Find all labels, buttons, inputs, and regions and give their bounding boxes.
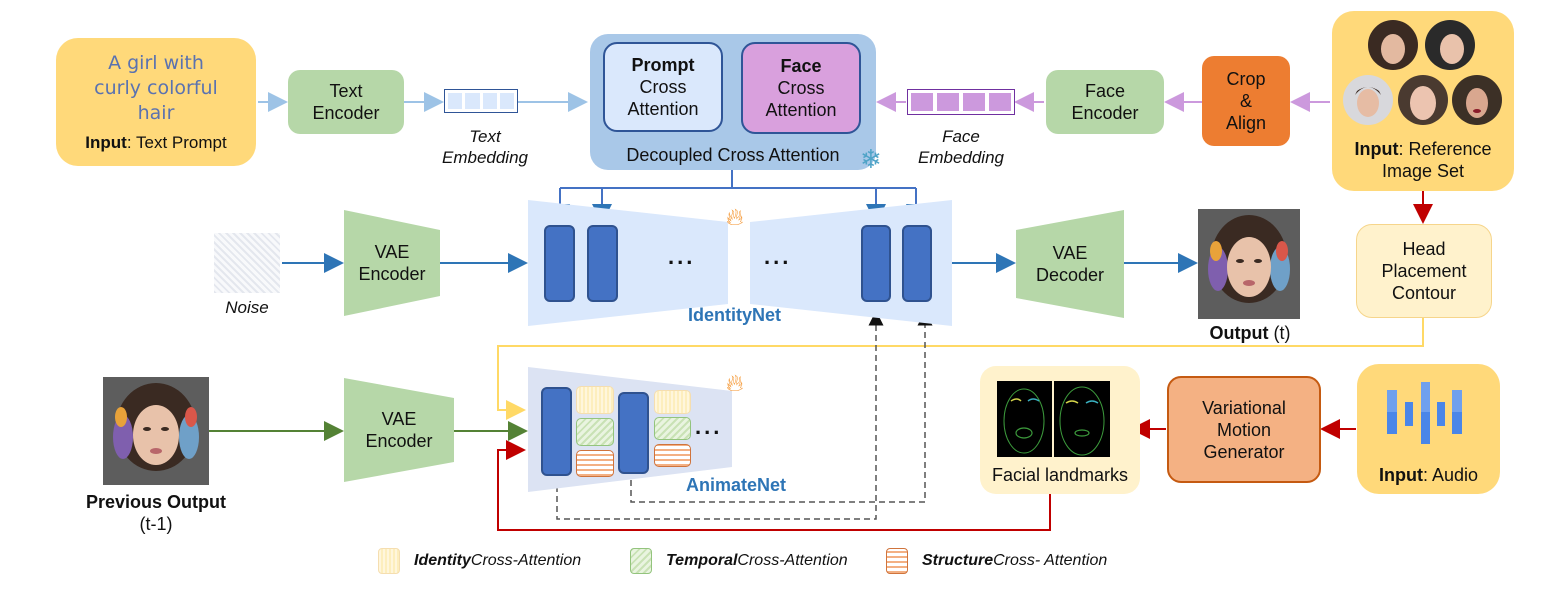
reference-label: Input: Reference Image Set (1354, 139, 1492, 181)
output-image (1198, 209, 1300, 319)
animatenet-block (541, 387, 572, 476)
text-prompt-input: A girl with curly colorful hair Input: T… (56, 38, 256, 166)
output-label: Output (t) (1209, 323, 1291, 343)
landmark-image (1054, 381, 1110, 457)
audio-label: Input: Audio (1378, 465, 1479, 485)
vae-encoder-bottom (344, 378, 454, 482)
arrow-decoupled-to-blocks (560, 170, 916, 189)
prompt-text-line-3: hair (137, 102, 175, 124)
flame-icon: 🔥︎ (726, 370, 744, 397)
arrow-head-to-animatenet (497, 318, 1424, 420)
text-embedding-label: Text Embedding (441, 127, 528, 167)
reference-face-image (1343, 75, 1393, 125)
landmark-image (997, 381, 1052, 457)
identitynet-block (902, 225, 932, 302)
head-placement-contour: Head Placement Contour (1356, 224, 1492, 318)
identitynet-block (544, 225, 575, 302)
prompt-text-line-1: A girl with (108, 52, 204, 74)
text-encoder: Text Encoder (288, 70, 404, 134)
variational-motion-generator: Variational Motion Generator (1167, 376, 1321, 483)
skip-connection-2 (630, 310, 933, 503)
facial-landmarks-label: Facial landmarks (991, 465, 1129, 485)
text-embedding-vector (444, 89, 518, 113)
vae-decoder (1016, 210, 1124, 318)
prompt-cross-attention: Prompt Cross Attention (603, 42, 723, 132)
vae-decoder-label: VAE Decoder (1035, 243, 1105, 285)
identity-pattern-swatch (378, 548, 400, 574)
noise-label: Noise (225, 298, 269, 317)
face-embedding-vector (907, 89, 1015, 115)
identitynet-label: IdentityNet (688, 305, 782, 325)
skip-connection-1 (556, 310, 884, 520)
legend-identity: Identity Cross-Attention (378, 548, 581, 574)
face-embedding-label: Face Embedding (917, 127, 1004, 167)
prompt-text-line-2: curly colorful (94, 77, 218, 99)
identitynet-block (587, 225, 618, 302)
identity-cross-attention-block (576, 386, 614, 414)
structure-cross-attention-block (576, 450, 614, 477)
previous-output-label: Previous Output (t-1) (85, 492, 226, 534)
face-cross-attention: Face Cross Attention (741, 42, 861, 134)
temporal-cross-attention-block (654, 417, 691, 440)
reference-face-image (1398, 75, 1448, 125)
text-prompt-label: Input: Text Prompt (85, 133, 227, 152)
flame-icon: 🔥︎ (726, 204, 744, 231)
structure-cross-attention-block (654, 444, 691, 467)
previous-output-image (103, 377, 209, 485)
vae-encoder-top (344, 210, 440, 316)
arrow-landmarks-to-animatenet (497, 440, 1051, 531)
identitynet-ellipsis-left: ... (668, 244, 696, 269)
legend-temporal: Temporal Cross-Attention (630, 548, 848, 574)
animatenet-label: AnimateNet (686, 475, 787, 495)
identitynet-ellipsis-right: ... (764, 244, 792, 269)
identitynet-body (528, 200, 952, 326)
legend-structure: Structure Cross- Attention (886, 548, 1107, 574)
temporal-pattern-swatch (630, 548, 652, 574)
snowflake-icon: ❄ (860, 144, 882, 174)
face-encoder: Face Encoder (1046, 70, 1164, 134)
audio-waveform-icon (1387, 382, 1462, 444)
decoupled-title: Decoupled Cross Attention (626, 145, 840, 165)
reference-face-image (1452, 75, 1502, 125)
vae-encoder-top-label: VAE Encoder (358, 242, 426, 284)
reference-face-image (1425, 20, 1475, 70)
reference-face-image (1368, 20, 1418, 70)
temporal-cross-attention-block (576, 418, 614, 446)
identity-cross-attention-block (654, 390, 691, 414)
identitynet-block (861, 225, 891, 302)
noise-image (214, 233, 280, 293)
crop-and-align: Crop & Align (1202, 56, 1290, 146)
vae-encoder-bottom-label: VAE Encoder (365, 409, 433, 451)
structure-pattern-swatch (886, 548, 908, 574)
animatenet-block (618, 392, 649, 474)
animatenet-ellipsis: ... (695, 414, 723, 439)
